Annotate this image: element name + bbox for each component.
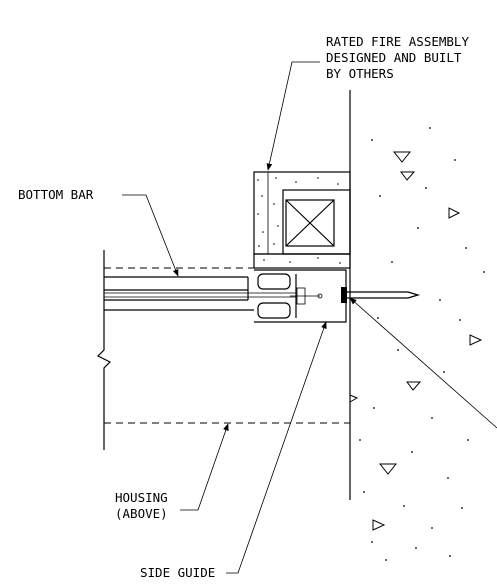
svg-text:(ABOVE): (ABOVE) bbox=[115, 506, 168, 521]
gypsum-stipple bbox=[257, 177, 341, 264]
aggregate-dots bbox=[359, 127, 485, 561]
aggregate-triangles bbox=[349, 151, 483, 531]
break-line bbox=[96, 250, 112, 450]
label-side-guide: SIDE GUIDE bbox=[140, 565, 215, 580]
bottom-bar bbox=[104, 267, 296, 311]
svg-text:DESIGNED AND BUILT: DESIGNED AND BUILT bbox=[326, 50, 462, 65]
leaders bbox=[122, 61, 497, 574]
side-guide bbox=[254, 269, 347, 323]
label-bottom-bar: BOTTOM BAR bbox=[18, 187, 94, 202]
label-housing: HOUSING (ABOVE) bbox=[115, 490, 168, 521]
fire-assembly bbox=[253, 171, 351, 269]
anchor-fastener bbox=[347, 291, 421, 299]
svg-text:BY OTHERS: BY OTHERS bbox=[326, 66, 394, 81]
svg-text:RATED FIRE ASSEMBLY: RATED FIRE ASSEMBLY bbox=[326, 34, 469, 49]
label-fire-assembly: RATED FIRE ASSEMBLY DESIGNED AND BUILT B… bbox=[326, 34, 469, 81]
concrete-wall bbox=[349, 90, 485, 561]
svg-text:HOUSING: HOUSING bbox=[115, 490, 168, 505]
